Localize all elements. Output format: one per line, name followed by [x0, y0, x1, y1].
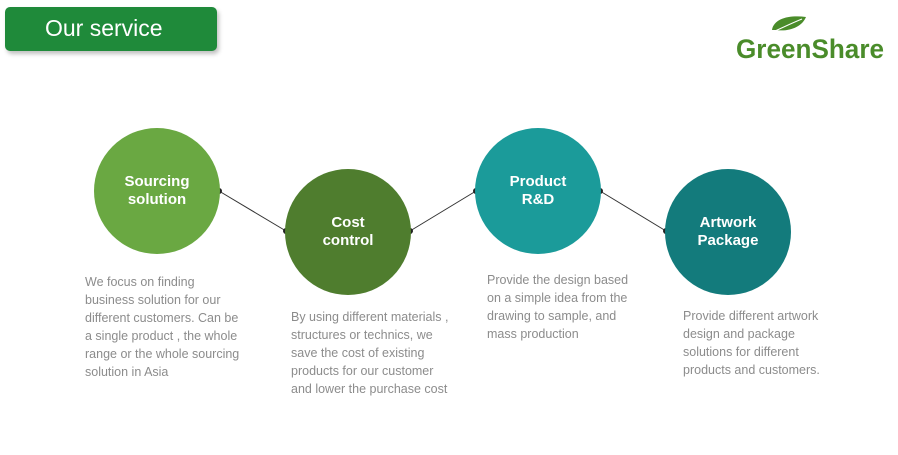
- step-title: Artwork Package: [697, 214, 759, 249]
- step-circle-sourcing-solution: Sourcing solution: [94, 128, 220, 254]
- step-title: Product R&D: [509, 173, 567, 208]
- logo-wordmark: GreenShare: [736, 34, 884, 64]
- connector-line: [409, 190, 477, 232]
- title-banner: Our service: [5, 7, 217, 51]
- step-title: Cost control: [322, 214, 374, 249]
- step-title: Sourcing solution: [124, 173, 190, 208]
- step-description-product-rd: Provide the design based on a simple ide…: [487, 273, 629, 341]
- step-circle-artwork-package: Artwork Package: [665, 169, 791, 295]
- greenshare-logo: GreenShare: [736, 16, 884, 64]
- connector-line: [218, 190, 287, 232]
- step-description-sourcing-solution: We focus on finding business solution fo…: [85, 275, 240, 379]
- leaf-icon: [772, 16, 806, 32]
- page-title: Our service: [45, 15, 163, 41]
- step-circle-cost-control: Cost control: [285, 169, 411, 295]
- step-description-cost-control: By using different materials , structure…: [291, 310, 449, 396]
- step-description-artwork-package: Provide different artwork design and pac…: [683, 309, 820, 377]
- connector-line: [599, 190, 667, 232]
- step-circle-product-rd: Product R&D: [475, 128, 601, 254]
